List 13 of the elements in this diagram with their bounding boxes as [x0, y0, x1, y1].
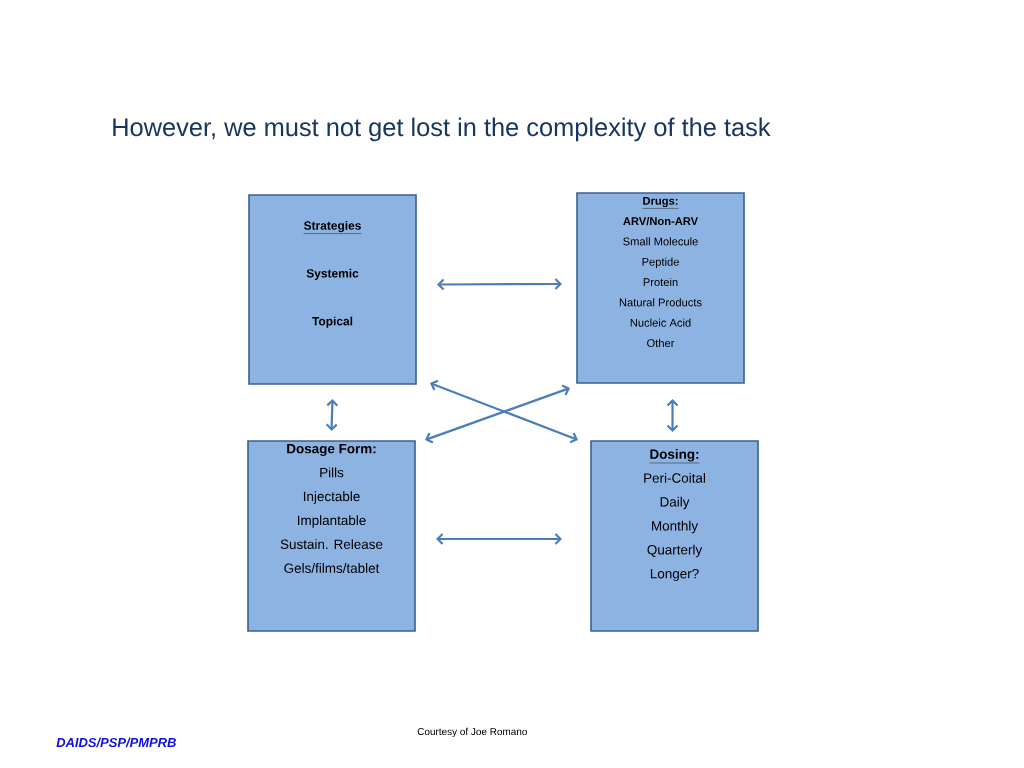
process-box: Strategies Systemic Topical	[248, 194, 417, 385]
arrow	[437, 278, 562, 291]
footer-text: DAIDS/PSP/PMPRB	[56, 737, 176, 748]
process-box: Dosing: Peri-Coital Daily Monthly Quarterly Longer?	[590, 440, 759, 632]
process-box: Dosage Form: Pills Injectable Implantable Sustain. Release Gels/films/tablet	[247, 440, 416, 632]
title: However, we must not get lost in the complexity of the task	[113, 117, 771, 142]
credit-text: Courtesy of Joe Romano	[417, 727, 527, 738]
arrow	[436, 533, 562, 545]
arrow	[325, 399, 339, 431]
process-box: Drugs: ARV/Non-ARV Small Molecule Peptide Protein Natural Products Nucleic Acid Other	[576, 192, 745, 384]
arrow	[425, 384, 570, 444]
arrow	[430, 379, 578, 444]
arrow	[666, 399, 679, 432]
